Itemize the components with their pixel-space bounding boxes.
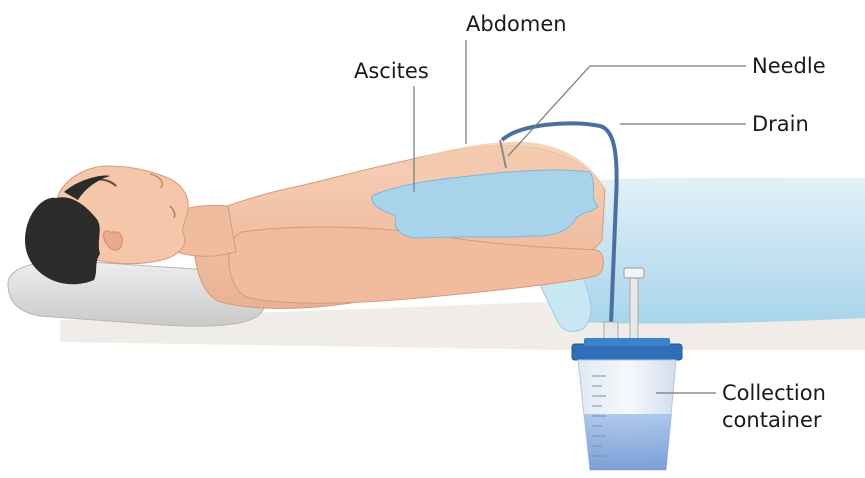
label-needle: Needle (752, 56, 826, 77)
container-fluid (584, 414, 672, 470)
container-lid-top (584, 338, 670, 346)
container-lid (572, 344, 682, 360)
label-ascites: Ascites (354, 61, 429, 82)
label-collection-line1: Collection (722, 380, 826, 407)
container-valve-cap (624, 268, 644, 278)
label-collection-line2: container (722, 407, 826, 434)
label-drain: Drain (752, 114, 809, 135)
leader-needle (508, 66, 746, 156)
label-collection-container: Collection container (722, 380, 826, 434)
label-abdomen: Abdomen (466, 14, 567, 35)
container-valve-stem (630, 276, 638, 342)
